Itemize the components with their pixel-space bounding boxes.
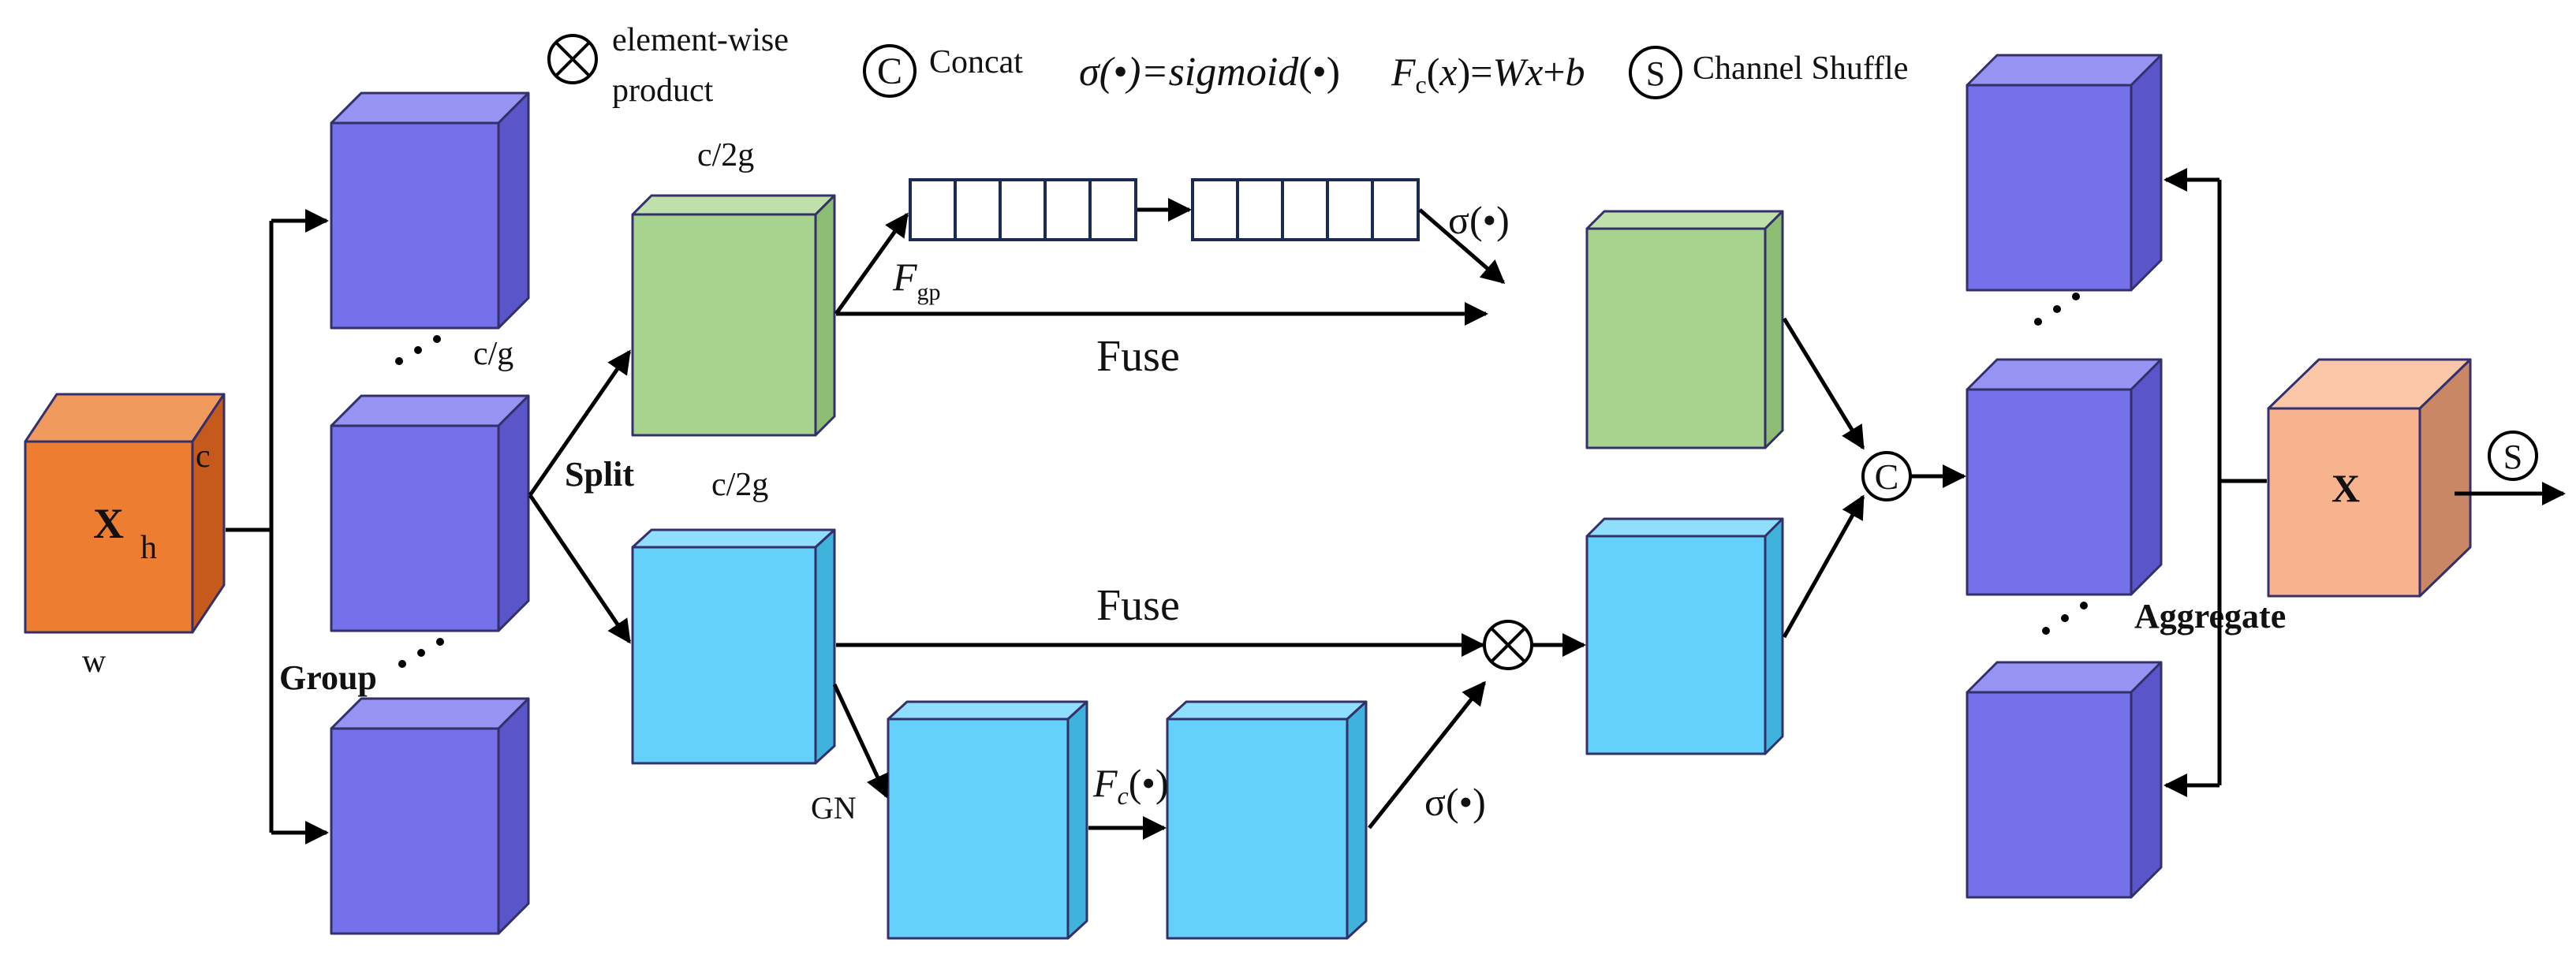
product-legend-text-2: product <box>612 73 714 109</box>
shuffle-legend-text: Channel Shuffle <box>1693 50 1908 87</box>
product-node <box>1483 620 1533 670</box>
input-w-label: w <box>82 643 106 680</box>
c-over-2g-bottom-label: c/2g <box>711 467 768 503</box>
gn-cube <box>887 700 1088 940</box>
shuffle-node-symbol: S <box>2503 438 2522 476</box>
c-over-g-label: c/g <box>473 336 513 372</box>
output-cube: X <box>2267 358 2472 598</box>
group-label: Group <box>279 658 377 697</box>
shuffle-node: S <box>2488 431 2538 481</box>
fuse-bottom-label: Fuse <box>1096 581 1180 630</box>
split-label: Split <box>565 455 634 494</box>
aggregate-cube-2 <box>1966 358 2163 596</box>
edges <box>226 168 2566 844</box>
product-legend-icon <box>547 34 598 84</box>
legend: element-wise product C Concat σ(•)=sigmo… <box>547 22 1908 109</box>
input-cube: X c h w <box>24 393 226 680</box>
fuse-top-label: Fuse <box>1096 332 1180 381</box>
shuffle-legend-icon: S <box>1629 46 1682 99</box>
ellipsis-dots-lower <box>398 638 444 668</box>
fc-cube <box>1166 700 1368 940</box>
group-cube-1 <box>330 91 530 330</box>
green-output-cube <box>1585 210 1784 449</box>
sigma-bottom-label: σ(•) <box>1424 780 1486 824</box>
input-c-label: c <box>196 438 211 475</box>
concat-node-symbol: C <box>1875 457 1899 497</box>
aggregate-label: Aggregate <box>2134 597 2286 636</box>
fc-label: Fc(•) <box>1092 761 1169 810</box>
product-legend-text-1: element-wise <box>612 22 789 58</box>
ellipsis-dots-agg-upper <box>2034 293 2080 326</box>
input-h-label: h <box>140 530 157 566</box>
ellipsis-dots-upper <box>395 335 441 365</box>
concat-legend-text: Concat <box>929 44 1023 80</box>
sigma-top-label: σ(•) <box>1448 198 1510 242</box>
c-over-2g-top-label: c/2g <box>697 137 754 173</box>
ellipsis-dots-agg-lower <box>2042 602 2088 635</box>
shuffle-legend-symbol: S <box>1646 54 1665 93</box>
gn-label: GN <box>811 790 857 826</box>
green-split-cube <box>631 194 836 437</box>
concat-node: C <box>1861 451 1912 501</box>
sigmoid-formula: σ(•)=sigmoid(•) <box>1079 50 1340 95</box>
aggregate-cube-1 <box>1966 54 2163 292</box>
input-label: X <box>93 500 124 547</box>
concat-legend-icon: C <box>863 44 917 98</box>
blue-split-cube <box>631 528 836 765</box>
group-cube-2 <box>330 394 530 632</box>
gap-vector <box>909 178 1137 241</box>
fgp-label: Fgp <box>892 255 941 305</box>
fc-vector <box>1191 178 1420 241</box>
aggregate-cube-3 <box>1966 661 2163 899</box>
blue-output-cube <box>1585 517 1784 755</box>
fc-formula: Fc(x)=Wx+b <box>1391 50 1585 99</box>
group-cube-3 <box>330 697 530 935</box>
output-label: X <box>2331 466 2360 510</box>
concat-legend-symbol: C <box>877 50 902 92</box>
